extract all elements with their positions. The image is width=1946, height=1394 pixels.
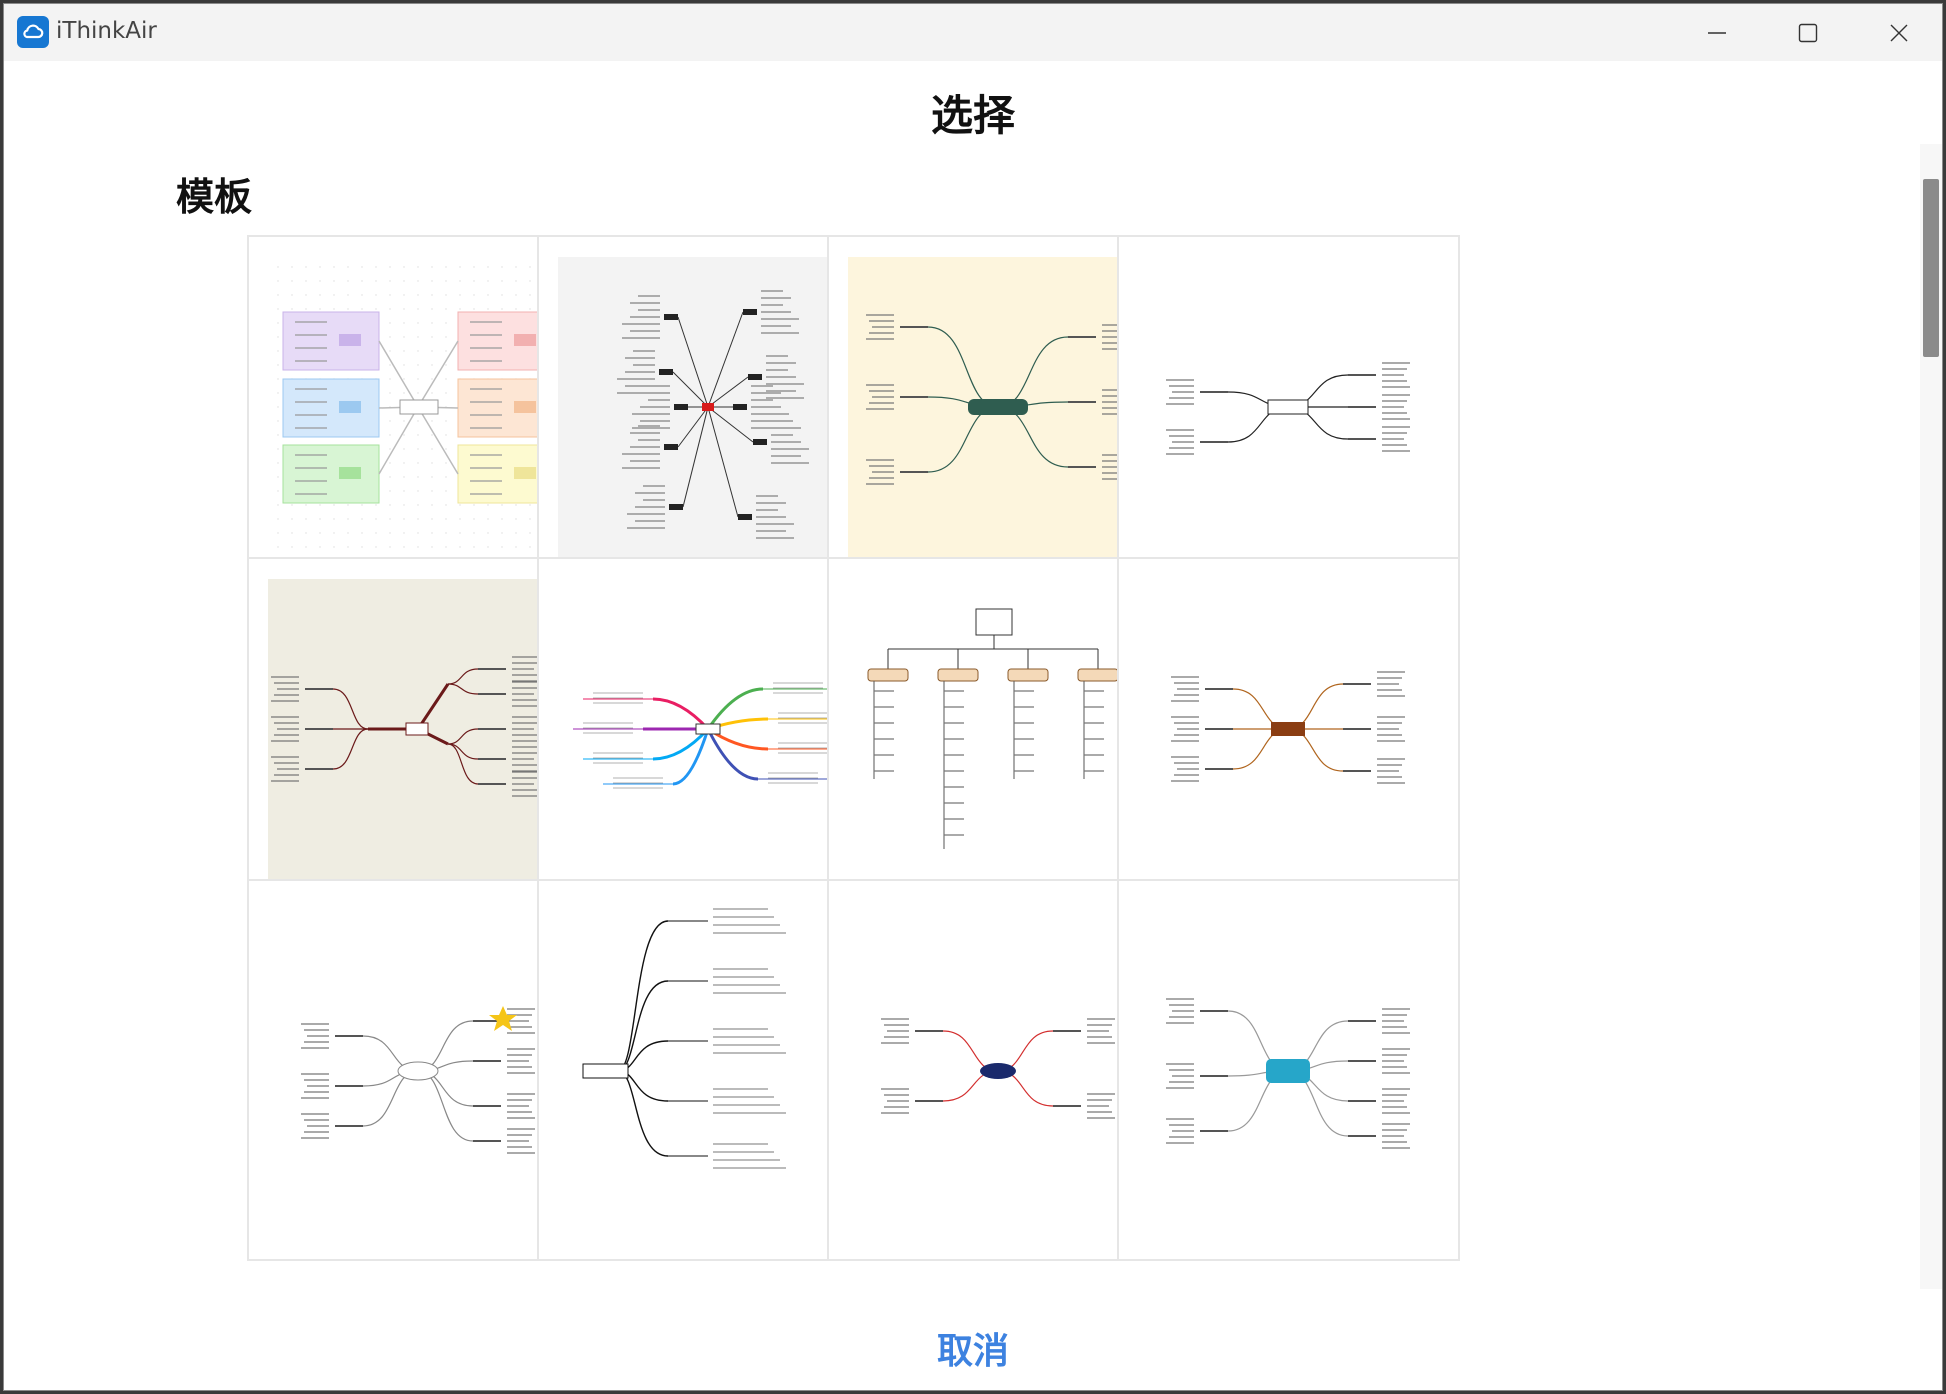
close-button[interactable] (1853, 4, 1942, 61)
scrollbar-thumb[interactable] (1923, 179, 1939, 357)
section-title: 模板 (176, 175, 253, 219)
template-thumbnail (268, 901, 569, 1202)
close-icon (1890, 24, 1907, 41)
template-thumbnail (268, 257, 569, 558)
template-card[interactable]: 心灵写作 (247, 557, 590, 939)
template-card[interactable]: 现代礼仪 (537, 557, 880, 939)
maximize-button[interactable] (1762, 4, 1853, 61)
cloud-icon (17, 16, 49, 48)
template-card[interactable] (537, 879, 880, 1261)
template-thumbnail (558, 579, 859, 880)
template-thumbnail (1138, 901, 1439, 1202)
template-card[interactable]: 项目管理 (827, 557, 1170, 939)
template-picker-window: iThinkAir 选择 模板 一周计划思维思维导图的用途营销策划心灵写作现代礼… (3, 3, 1943, 1391)
template-card[interactable] (827, 879, 1170, 1261)
vertical-scrollbar[interactable] (1920, 144, 1942, 1289)
title-bar[interactable]: iThinkAir (4, 4, 1942, 61)
minimize-button[interactable] (1671, 4, 1762, 61)
template-thumbnail (1138, 257, 1439, 558)
template-thumbnail (848, 579, 1149, 880)
app-title: iThinkAir (56, 18, 157, 44)
template-thumbnail (1138, 579, 1439, 880)
template-thumbnail (848, 901, 1149, 1202)
template-card[interactable]: 一周计划 (247, 235, 590, 617)
template-thumbnail (558, 901, 859, 1202)
dialog-heading: 选择 (930, 91, 1015, 140)
template-card[interactable]: 营销策划 (1117, 235, 1460, 617)
template-card[interactable] (1117, 879, 1460, 1261)
template-card[interactable] (247, 879, 590, 1261)
template-card[interactable]: 人生智慧 (1117, 557, 1460, 939)
maximize-icon (1798, 23, 1817, 42)
template-scroll-area[interactable]: 模板 一周计划思维思维导图的用途营销策划心灵写作现代礼仪项目管理人生智慧 (4, 144, 1922, 1289)
template-thumbnail (848, 257, 1149, 558)
template-thumbnail (268, 579, 569, 880)
template-thumbnail (558, 257, 859, 558)
template-card[interactable]: 思维 (537, 235, 880, 617)
cancel-button[interactable]: 取消 (936, 1331, 1009, 1372)
minimize-icon (1707, 31, 1726, 34)
